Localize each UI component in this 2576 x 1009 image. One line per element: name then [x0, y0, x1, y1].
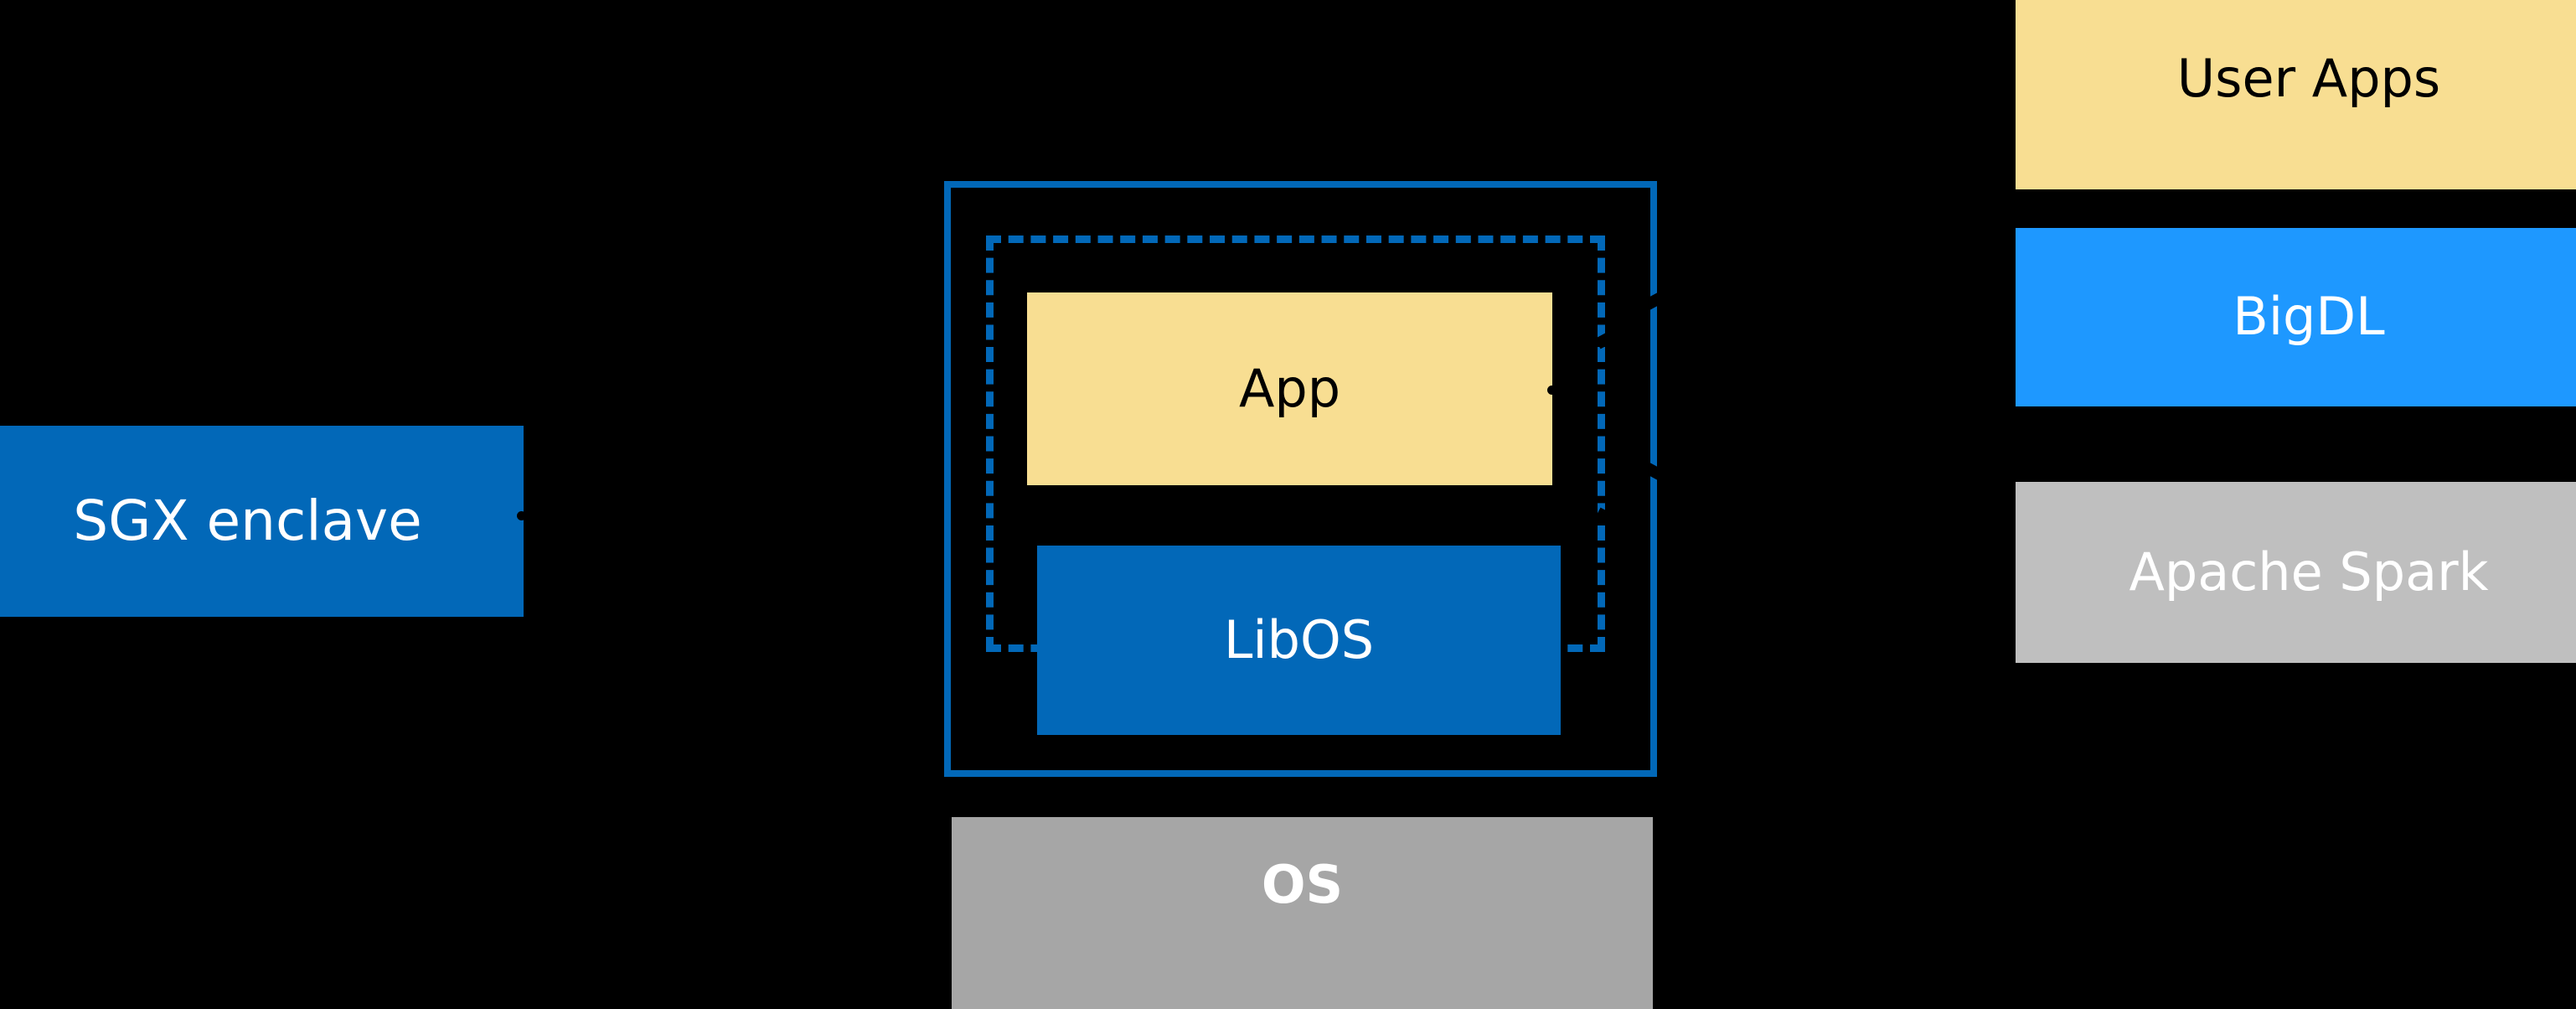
- apache-spark-box[interactable]: Apache Spark: [2016, 482, 2576, 663]
- os-box[interactable]: OS: [952, 817, 1653, 1009]
- sgx-connector-dot-icon: [517, 511, 526, 520]
- user-apps-box[interactable]: User Apps: [2016, 0, 2576, 189]
- enclave-outer-frame[interactable]: [944, 181, 1657, 777]
- sgx-enclave-label: SGX enclave: [73, 488, 422, 553]
- libos-box[interactable]: LibOS: [1037, 546, 1561, 735]
- bigdl-label: BigDL: [2233, 286, 2385, 348]
- bigdl-box[interactable]: BigDL: [2016, 228, 2576, 406]
- sgx-enclave-box[interactable]: SGX enclave: [0, 426, 524, 617]
- user-apps-label: User Apps: [2176, 48, 2441, 110]
- libos-label: LibOS: [1223, 608, 1375, 670]
- apache-spark-label: Apache Spark: [2129, 541, 2489, 603]
- os-label: OS: [1261, 854, 1344, 915]
- app-box[interactable]: App: [1027, 292, 1552, 485]
- app-connector-dot-icon: [1547, 385, 1556, 395]
- app-label: App: [1238, 357, 1341, 419]
